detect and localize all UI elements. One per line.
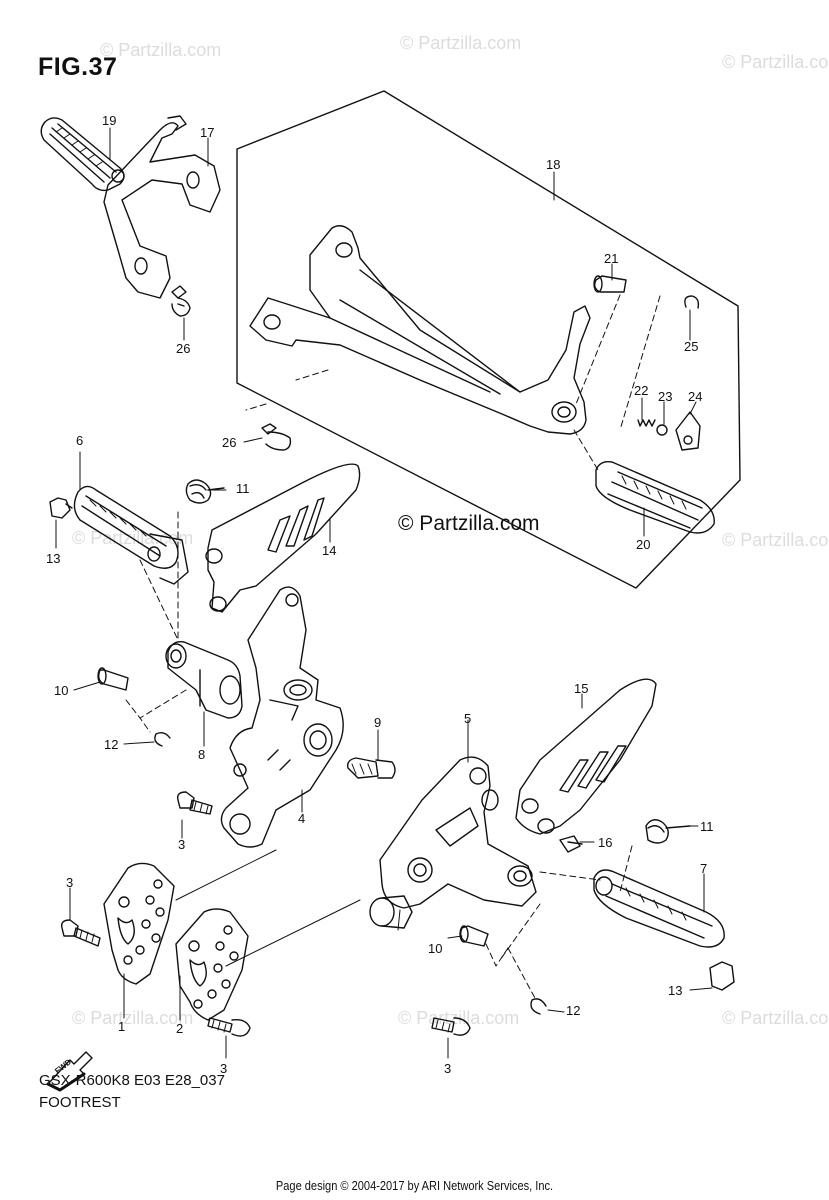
leader-lines [539, 845, 633, 893]
part-10-pin [97, 667, 129, 691]
callout-18: 18 [546, 157, 561, 172]
callout-15: 15 [574, 681, 589, 696]
callout-26: 26 [222, 435, 237, 450]
callout-3: 3 [178, 837, 186, 852]
callout-10: 10 [428, 941, 443, 956]
page-footer: Page design © 2004-2017 by ARI Network S… [275, 1178, 554, 1193]
part-12-clip [154, 731, 171, 747]
part-16-bolt [559, 835, 583, 853]
callout-4: 4 [298, 811, 306, 826]
callout-23: 23 [658, 389, 673, 404]
callout-26: 26 [176, 341, 191, 356]
part-15-heel-plate [515, 678, 657, 835]
part-3-bolt [60, 919, 101, 947]
callout-1: 1 [118, 1019, 126, 1034]
callout-13: 13 [668, 983, 683, 998]
callout-8: 8 [198, 747, 206, 762]
part-26-bolt [261, 423, 292, 451]
callout-11: 11 [700, 819, 714, 834]
callout-12: 12 [104, 737, 119, 752]
callout-3: 3 [66, 875, 74, 890]
callout-5: 5 [464, 711, 472, 726]
callout-3: 3 [220, 1061, 228, 1076]
part-6-footpeg [73, 485, 189, 585]
part-22-spring [637, 419, 656, 427]
watermark: © Partzilla.com [722, 52, 829, 72]
part-10-pin [459, 925, 489, 947]
callout-24: 24 [688, 389, 703, 404]
watermark: © Partzilla.com [100, 40, 222, 60]
watermark: © Partzilla.com [722, 530, 829, 550]
watermark: © Partzilla.com [400, 33, 522, 53]
part-21-pin [593, 275, 627, 293]
part-1-plate [103, 862, 175, 985]
part-13-bolt [709, 961, 735, 991]
part-2-plate [175, 908, 249, 1021]
leader-lines [485, 903, 541, 1001]
callout-2: 2 [176, 1021, 184, 1036]
part-3-bolt [431, 1017, 471, 1036]
part-8-pivot [165, 641, 243, 719]
callout-7: 7 [700, 861, 708, 876]
callout-16: 16 [598, 835, 613, 850]
callout-10: 10 [54, 683, 69, 698]
callout-9: 9 [374, 715, 382, 730]
callout-14: 14 [322, 543, 337, 558]
callout-11: 11 [236, 481, 250, 496]
part-23-ball [656, 424, 668, 436]
copyright-label: © Partzilla.com [398, 512, 540, 535]
part-3-bolt [176, 791, 213, 815]
leader-line [397, 909, 401, 931]
callout-leaders [55, 127, 713, 1059]
callout-25: 25 [684, 339, 699, 354]
section-name: FOOTREST [39, 1094, 121, 1111]
model-code: GSX-R600K8 E03 E28_037 [39, 1072, 225, 1089]
figure-title: FIG.37 [38, 53, 118, 81]
leader-lines [125, 511, 187, 733]
part-4-main-bracket [220, 586, 344, 848]
callout-20: 20 [636, 537, 651, 552]
part-13-bolt [49, 497, 73, 519]
watermark: © Partzilla.com [722, 1008, 829, 1028]
part-18-bracket-assembly [249, 225, 591, 435]
part-collar [369, 895, 413, 929]
leader-lines [245, 294, 661, 471]
watermark: © Partzilla.com [72, 1008, 194, 1028]
part-3-bolt [207, 1017, 251, 1037]
part-11-spring [645, 819, 691, 844]
part-19-rear-footpeg [40, 117, 125, 192]
part-9-bolt [346, 757, 396, 779]
assembly-18-outline [236, 90, 741, 589]
callout-17: 17 [200, 125, 215, 140]
callout-22: 22 [634, 383, 649, 398]
callout-12: 12 [566, 1003, 581, 1018]
callout-3: 3 [444, 1061, 452, 1076]
part-25-clip [684, 295, 700, 309]
part-20-footpeg [595, 460, 715, 534]
callout-19: 19 [102, 113, 117, 128]
callout-6: 6 [76, 433, 84, 448]
part-5-main-bracket [379, 756, 537, 909]
part-14-heel-plate [205, 463, 361, 613]
fwd-arrow-icon [46, 1051, 93, 1092]
part-12-clip [530, 998, 547, 1015]
callout-13: 13 [46, 551, 61, 566]
part-17-rear-bracket [103, 115, 221, 299]
leader-line [175, 849, 277, 901]
part-11-spring [185, 479, 225, 504]
leader-line [225, 899, 361, 967]
part-24-plate [675, 411, 701, 451]
part-26-bolt [171, 285, 191, 317]
part-7-footpeg [593, 869, 725, 948]
callout-21: 21 [604, 251, 619, 266]
